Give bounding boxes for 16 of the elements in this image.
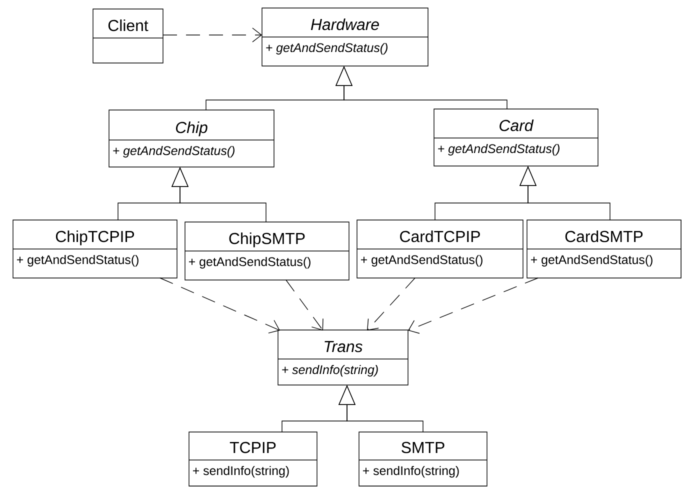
dependency-arrow xyxy=(160,278,280,334)
dependency-arrow xyxy=(162,28,262,42)
class-box: ChipTCPIP + getAndSendStatus() xyxy=(12,220,178,278)
class-box: CardSMTP + getAndSendStatus() xyxy=(526,220,682,278)
class-box: Trans + sendInfo(string) xyxy=(278,330,408,386)
class-box: SMTP + sendInfo(string) xyxy=(358,432,488,486)
class-box: Card + getAndSendStatus() xyxy=(434,108,598,166)
dependency-arrow xyxy=(367,278,416,330)
class-box: Hardware + getAndSendStatus() xyxy=(262,8,428,66)
class-box: Chip + getAndSendStatus() xyxy=(108,110,274,168)
class-box: CardTCPIP + getAndSendStatus() xyxy=(356,220,524,278)
class-box: ChipSMTP + getAndSendStatus() xyxy=(184,222,350,280)
class-box: Client xyxy=(92,8,164,64)
dependency-arrow xyxy=(286,280,324,330)
class-box: TCPIP + sendInfo(string) xyxy=(188,432,318,486)
dependency-arrow xyxy=(408,278,538,334)
